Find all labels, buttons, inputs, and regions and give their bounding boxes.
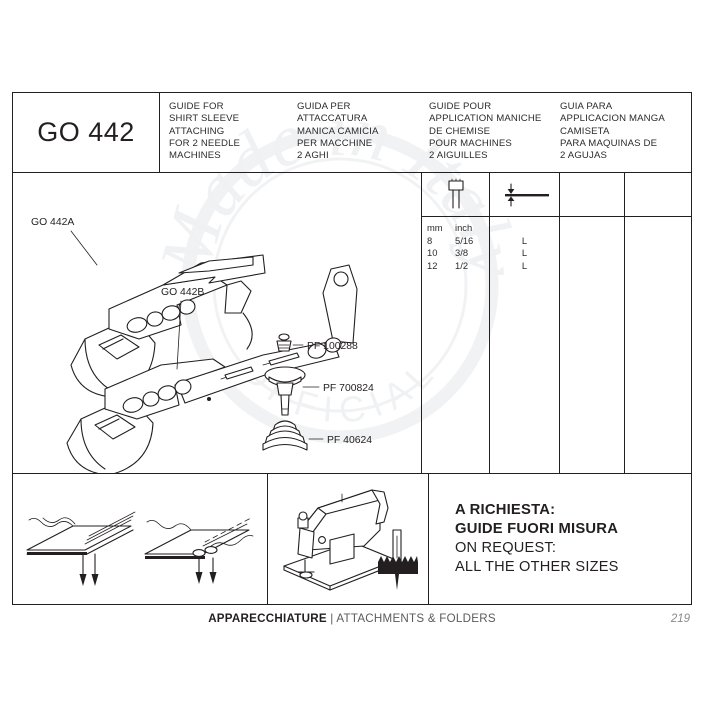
seam-diagram-open bbox=[26, 511, 136, 586]
on-request-note: A RICHIESTA: GUIDE FUORI MISURA ON REQUE… bbox=[429, 474, 691, 604]
description-it: GUIDA PER ATTACCATURA MANICA CAMICIA PER… bbox=[288, 101, 420, 172]
size-mm: 8 bbox=[427, 234, 433, 246]
desc-en-line1: GUIDE FOR bbox=[169, 101, 224, 112]
part-pf-40624: PF 40624 bbox=[262, 420, 372, 451]
size-row: 12 1/2 bbox=[427, 260, 489, 273]
footer-title-it: APPARECCHIATURE bbox=[208, 612, 327, 625]
description-columns: GUIDE FOR SHIRT SLEEVE ATTACHING FOR 2 N… bbox=[160, 93, 691, 172]
twin-needle-icon bbox=[422, 173, 489, 217]
desc-it-line2: ATTACCATURA bbox=[297, 113, 368, 125]
desc-en-line4: FOR 2 NEEDLE bbox=[169, 137, 241, 149]
part-pf-100288: PF 100288 bbox=[276, 333, 358, 352]
desc-en-line3: ATTACHING bbox=[169, 125, 225, 137]
size-row: 8 5/16 bbox=[427, 235, 489, 248]
description-en: GUIDE FOR SHIRT SLEEVE ATTACHING FOR 2 N… bbox=[160, 101, 288, 172]
desc-es-line2: APPLICACION MANGA bbox=[560, 113, 665, 125]
desc-fr-line1: GUIDE POUR bbox=[429, 101, 492, 112]
unit-mm: mm bbox=[427, 222, 443, 233]
spec-column-thickness: L L L bbox=[490, 173, 560, 473]
seam-diagrams-cell bbox=[13, 474, 268, 604]
size-row: 10 3/8 bbox=[427, 247, 489, 260]
header-row: GO 442 GUIDE FOR SHIRT SLEEVE ATTACHING … bbox=[13, 93, 691, 173]
note-line-3: ON REQUEST: bbox=[455, 540, 557, 556]
spec-column-empty-1 bbox=[560, 173, 625, 473]
desc-fr-line4: POUR MACHINES bbox=[429, 137, 512, 149]
needle-feed-dog-icon bbox=[378, 529, 418, 590]
availability-value: L bbox=[521, 247, 528, 259]
flatbed-sewing-machine-icon bbox=[283, 489, 397, 591]
page-number: 219 bbox=[670, 613, 690, 625]
footer-title: APPARECCHIATURE | ATTACHMENTS & FOLDERS bbox=[12, 612, 692, 625]
machine-icons-cell bbox=[268, 474, 429, 604]
desc-en-line2: SHIRT SLEEVE bbox=[169, 113, 240, 125]
availability-list: L L L bbox=[490, 217, 559, 272]
size-inch: 3/8 bbox=[455, 247, 469, 259]
description-fr: GUIDE POUR APPLICATION MANICHE DE CHEMIS… bbox=[420, 101, 551, 172]
availability-value: L bbox=[521, 259, 528, 271]
part-pf-40624-label: PF 40624 bbox=[327, 435, 372, 446]
desc-es-line3: CAMISETA bbox=[560, 125, 610, 137]
seam-diagram-folded bbox=[144, 517, 254, 584]
desc-fr-line3: DE CHEMISE bbox=[429, 125, 491, 137]
footer-title-en: ATTACHMENTS & FOLDERS bbox=[336, 612, 496, 625]
product-code-cell: GO 442 bbox=[13, 93, 160, 172]
callout-go-442a-label: GO 442A bbox=[31, 217, 74, 228]
spec-header-empty-1 bbox=[560, 173, 624, 217]
note-line-2: GUIDE FUORI MISURA bbox=[455, 521, 619, 537]
size-list: mm inch 8 5/16 10 3/8 bbox=[422, 217, 489, 272]
part-pf-100288-label: PF 100288 bbox=[307, 341, 358, 352]
spec-column-size: mm inch 8 5/16 10 3/8 bbox=[422, 173, 490, 473]
unit-inch: inch bbox=[455, 222, 473, 233]
product-code: GO 442 bbox=[37, 117, 135, 147]
size-inch: 1/2 bbox=[455, 259, 469, 271]
size-inch: 5/16 bbox=[455, 234, 474, 246]
desc-fr-line5: 2 AIGUILLES bbox=[429, 150, 488, 162]
desc-fr-line2: APPLICATION MANICHE bbox=[429, 113, 542, 125]
part-pf-700824: PF 700824 bbox=[264, 366, 374, 416]
assembly-go-442b bbox=[66, 264, 358, 473]
callout-go-442b: GO 442B bbox=[161, 287, 204, 370]
callout-go-442a: GO 442A bbox=[31, 217, 98, 266]
catalog-frame: GO 442 GUIDE FOR SHIRT SLEEVE ATTACHING … bbox=[12, 92, 692, 605]
unit-headers: mm inch bbox=[422, 222, 489, 235]
note-lines: A RICHIESTA: GUIDE FUORI MISURA ON REQUE… bbox=[455, 501, 619, 577]
desc-en-line5: MACHINES bbox=[169, 150, 221, 162]
material-thickness-icon bbox=[490, 173, 559, 217]
description-es: GUIA PARA APPLICACION MANGA CAMISETA PAR… bbox=[551, 101, 691, 172]
desc-it-line1: GUIDA PER bbox=[297, 101, 351, 112]
note-line-4: ALL THE OTHER SIZES bbox=[455, 559, 619, 575]
footer-separator: | bbox=[326, 612, 337, 625]
spec-table: mm inch 8 5/16 10 3/8 bbox=[422, 173, 691, 473]
size-mm: 12 bbox=[427, 259, 438, 271]
desc-it-line4: PER MACCHINE bbox=[297, 137, 373, 149]
bottom-row: A RICHIESTA: GUIDE FUORI MISURA ON REQUE… bbox=[13, 474, 691, 604]
part-pf-700824-label: PF 700824 bbox=[323, 383, 374, 394]
footer: APPARECCHIATURE | ATTACHMENTS & FOLDERS … bbox=[12, 610, 692, 634]
desc-es-line1: GUIA PARA bbox=[560, 101, 613, 112]
desc-it-line3: MANICA CAMICIA bbox=[297, 125, 379, 137]
desc-es-line4: PARA MAQUINAS DE bbox=[560, 137, 658, 149]
middle-row: GO 442A GO 442B PF bbox=[13, 173, 691, 474]
callout-go-442b-label: GO 442B bbox=[161, 287, 204, 298]
size-rows: 8 5/16 10 3/8 12 1/2 bbox=[422, 235, 489, 273]
desc-it-line5: 2 AGHI bbox=[297, 150, 329, 162]
spec-header-empty-2 bbox=[625, 173, 691, 217]
technical-drawing: GO 442A GO 442B PF bbox=[13, 173, 422, 473]
desc-es-line5: 2 AGUJAS bbox=[560, 150, 608, 162]
spec-column-empty-2 bbox=[625, 173, 691, 473]
size-mm: 10 bbox=[427, 247, 438, 259]
note-line-1: A RICHIESTA: bbox=[455, 502, 556, 518]
availability-value: L bbox=[521, 234, 528, 246]
